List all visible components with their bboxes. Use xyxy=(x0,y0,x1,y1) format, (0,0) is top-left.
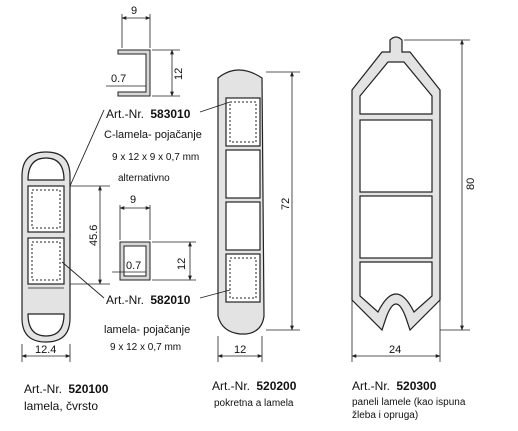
profile-520100-height-dim: 45.6 xyxy=(88,225,100,246)
profile-520100: 45.6 12.4 Art.-Nr. 520100 lamela, čvrsto xyxy=(21,151,110,413)
profile-520300: 80 24 Art.-Nr. 520300 paneli lamele (kao… xyxy=(351,36,477,421)
leader-c-insert-to-profile-1 xyxy=(69,109,105,187)
c-insert-width-dim: 9 xyxy=(131,5,137,17)
profile-520300-caption-line-1: paneli lamele (kao ispuna xyxy=(352,397,466,408)
box-insert-width-dim: 9 xyxy=(130,194,136,206)
c-insert-note: alternativno xyxy=(118,173,170,184)
profile-520200-art-label: Art.-Nr. 520200 xyxy=(212,379,297,393)
profile-520200-width-dim: 12 xyxy=(234,344,246,356)
c-insert-art-label: Art.-Nr. 583010 xyxy=(106,107,191,121)
c-insert-size: 9 x 12 x 9 x 0,7 mm xyxy=(112,152,199,163)
box-insert-wall-dim: 0.7 xyxy=(126,260,141,272)
box-insert-name: lamela- pojačanje xyxy=(104,324,190,336)
leader-box-insert-to-profile-2 xyxy=(199,289,231,299)
profile-520200-cell-2 xyxy=(225,149,261,199)
box-insert-inner xyxy=(123,245,147,277)
profile-520100-art-label: Art.-Nr. 520100 xyxy=(24,382,109,396)
box-insert-height-dim: 12 xyxy=(176,258,188,270)
profile-520100-width-dim: 12.4 xyxy=(35,344,56,356)
box-insert-detail: 9 12 0.7 Art.-Nr. 582010 lamela- pojačan… xyxy=(104,194,196,353)
profile-520300-art-label: Art.-Nr. 520300 xyxy=(352,379,437,393)
profile-520300-height-dim: 80 xyxy=(465,178,477,190)
profile-520100-cell-2 xyxy=(27,237,65,285)
c-insert-height-dim: 12 xyxy=(173,68,185,80)
profile-520200-caption: pokretna a lamela xyxy=(214,398,294,409)
leader-c-insert-to-profile-2 xyxy=(199,101,231,113)
profile-520100-top-cap xyxy=(27,157,65,181)
c-insert-wall-dim: 0.7 xyxy=(111,73,126,85)
profile-520300-top-cell xyxy=(359,61,433,115)
c-insert-detail: 9 12 0.7 Art.-Nr. 583010 C-lamela- pojač… xyxy=(104,5,202,184)
profile-520300-cell-2 xyxy=(359,195,433,259)
c-insert-name: C-lamela- pojačanje xyxy=(104,129,202,141)
leader-lines xyxy=(61,101,231,299)
profile-520200-cell-3 xyxy=(225,201,261,251)
profile-520200: 72 12 Art.-Nr. 520200 pokretna a lamela xyxy=(212,69,300,409)
box-insert-art-label: Art.-Nr. 582010 xyxy=(106,293,191,307)
profile-520100-cell-1 xyxy=(27,185,65,233)
leader-box-insert-to-profile-1 xyxy=(61,261,105,299)
profile-520200-cell-4 xyxy=(225,253,261,303)
profile-520300-bottom-cell xyxy=(359,261,433,313)
profile-520200-cell-1 xyxy=(225,97,261,147)
box-insert-size: 9 x 12 x 0,7 mm xyxy=(110,342,181,353)
profile-520300-caption-line-2: žleba i opruga) xyxy=(352,410,418,421)
profile-520100-caption: lamela, čvrsto xyxy=(24,399,98,413)
c-insert-profile xyxy=(117,49,151,97)
profile-520100-bottom-cap xyxy=(27,313,65,337)
profile-520300-cell-1 xyxy=(359,119,433,193)
profile-520300-width-dim: 24 xyxy=(389,344,401,356)
profile-520200-height-dim: 72 xyxy=(280,198,292,210)
